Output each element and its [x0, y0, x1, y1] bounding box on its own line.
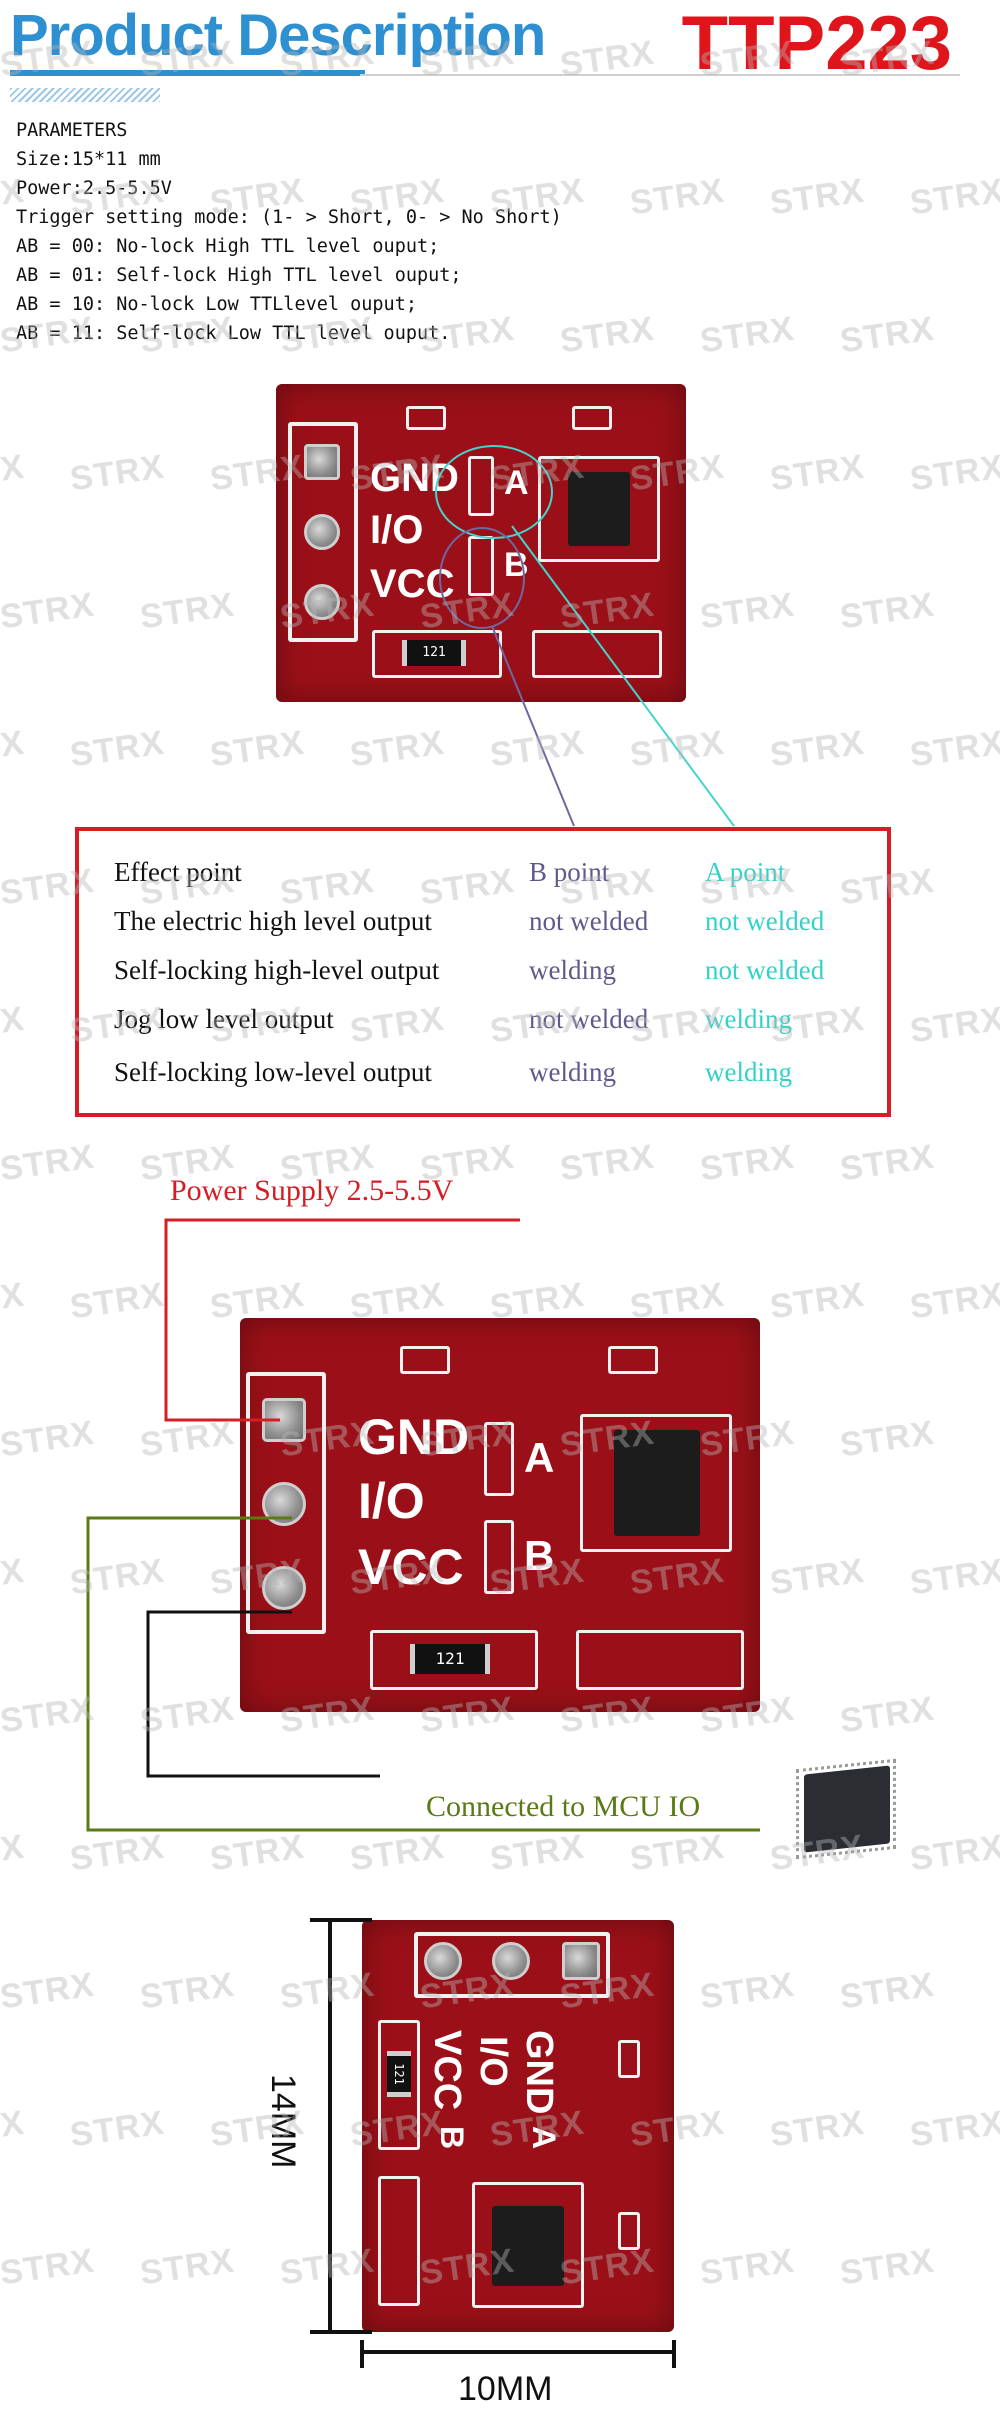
label-a: A [524, 1434, 555, 1481]
led-outline [378, 2176, 420, 2306]
ic-chip [568, 472, 630, 546]
watermark-text: STRX [907, 999, 1000, 1051]
table-row-label: Jog low level output [114, 1004, 334, 1034]
table-row-b: not welded [529, 906, 649, 936]
ground-wire [146, 1610, 380, 1778]
table-row-a: welding [705, 1004, 792, 1034]
smd-pad [618, 2212, 640, 2250]
pcb-board-top: GND I/O VCC A B 121 [276, 384, 686, 702]
callout-a-line [511, 525, 735, 827]
title-underline [10, 70, 365, 76]
parameter-line: Power:2.5-5.5V [16, 178, 172, 199]
resistor-outline [378, 2020, 420, 2150]
parameters-block: PARAMETERS Size:15*11 mm Power:2.5-5.5V … [16, 116, 562, 348]
pin-hole-vcc [304, 584, 340, 620]
label-vcc: VCC [358, 1539, 464, 1595]
parameters-heading: PARAMETERS [16, 120, 128, 141]
ic-outline [580, 1414, 732, 1552]
pin-hole [424, 1942, 462, 1980]
parameter-line: AB = 11: Self-lock Low TTL level ouput. [16, 323, 451, 344]
title-hatch-decoration [10, 88, 160, 102]
header-outline [414, 1932, 610, 1998]
resistor-outline [372, 630, 502, 678]
width-dimension-label: 10MM [458, 2370, 553, 2408]
power-wire [164, 1218, 520, 1422]
page-title: Product Description [10, 3, 546, 68]
table-row-a: not welded [705, 955, 825, 985]
smd-pad [618, 2040, 640, 2078]
model-number: TTP223 [681, 1, 952, 86]
resistor-121: 121 [410, 1644, 490, 1674]
jumper-a-pads [468, 456, 494, 516]
callout-a-circle [435, 445, 553, 539]
header-outline [288, 422, 358, 642]
ic-outline [538, 456, 660, 562]
mcu-io-wire [86, 1516, 760, 1832]
parameter-line: Size:15*11 mm [16, 149, 161, 170]
pcb-board-dimensions: GND I/O VCC A B 121 [362, 1920, 674, 2332]
ic-chip [492, 2206, 564, 2286]
label-io: I/O [358, 1473, 425, 1529]
label-b: B [524, 1532, 555, 1579]
smd-pad [406, 406, 446, 430]
table-row-label: Self-locking high-level output [114, 955, 440, 985]
callout-lines-top [435, 445, 735, 827]
jumper-a-pads [484, 1422, 514, 1496]
pin-hole-gnd [262, 1398, 306, 1442]
table-header-a: A point [705, 857, 786, 887]
table-header-b: B point [529, 857, 610, 887]
smd-pad [400, 1346, 450, 1374]
smd-pad [572, 406, 612, 430]
height-dimension-label: 14MM [264, 2074, 302, 2169]
resistor-121: 121 [402, 640, 466, 666]
table-row-b: not welded [529, 1004, 649, 1034]
table-header-label: Effect point [114, 857, 242, 887]
label-a: A [504, 464, 529, 502]
pin-hole-vcc [262, 1566, 306, 1610]
table-row-a: not welded [705, 906, 825, 936]
ic-chip [614, 1430, 700, 1536]
label-io: I/O [370, 508, 424, 552]
smd-pad [608, 1346, 658, 1374]
jumper-b-pads [484, 1520, 514, 1594]
mcu-chip-image [790, 1758, 902, 1860]
led-outline [532, 630, 662, 678]
table-row-label: The electric high level output [114, 906, 432, 936]
led-outline [576, 1630, 744, 1690]
callout-b-line [491, 625, 575, 827]
table-row-a: welding [705, 1057, 792, 1087]
table-row-b: welding [529, 955, 616, 985]
header-outline [246, 1372, 326, 1634]
header-rule [360, 74, 960, 76]
watermark-text: STRX [0, 999, 27, 1051]
power-supply-label: Power Supply 2.5-5.5V [170, 1174, 454, 1207]
parameter-line: AB = 10: No-lock Low TTLlevel ouput; [16, 294, 417, 315]
jumper-table [75, 827, 891, 1117]
pcb-board-wiring: GND I/O VCC A B 121 [240, 1318, 760, 1712]
ic-outline [472, 2182, 584, 2308]
table-row-b: welding [529, 1057, 616, 1087]
resistor-outline [370, 1630, 538, 1690]
callout-b-circle [439, 527, 525, 629]
pin-hole [562, 1942, 600, 1980]
wiring-lines [86, 1218, 760, 1832]
label-gnd: GND [358, 1409, 470, 1465]
mcu-label: Connected to MCU IO [426, 1790, 701, 1823]
pin-hole-io [304, 514, 340, 550]
pin-hole [492, 1942, 530, 1980]
parameter-line: AB = 01: Self-lock High TTL level ouput; [16, 265, 462, 286]
mcu-chip-legs [796, 1758, 896, 1860]
label-gnd: GND [370, 456, 459, 500]
parameter-line: Trigger setting mode: (1- > Short, 0- > … [16, 207, 562, 228]
table-row-label: Self-locking low-level output [114, 1057, 432, 1087]
dimension-lines [310, 1918, 676, 2368]
parameter-line: AB = 00: No-lock High TTL level ouput; [16, 236, 440, 257]
pin-hole-gnd [304, 444, 340, 480]
